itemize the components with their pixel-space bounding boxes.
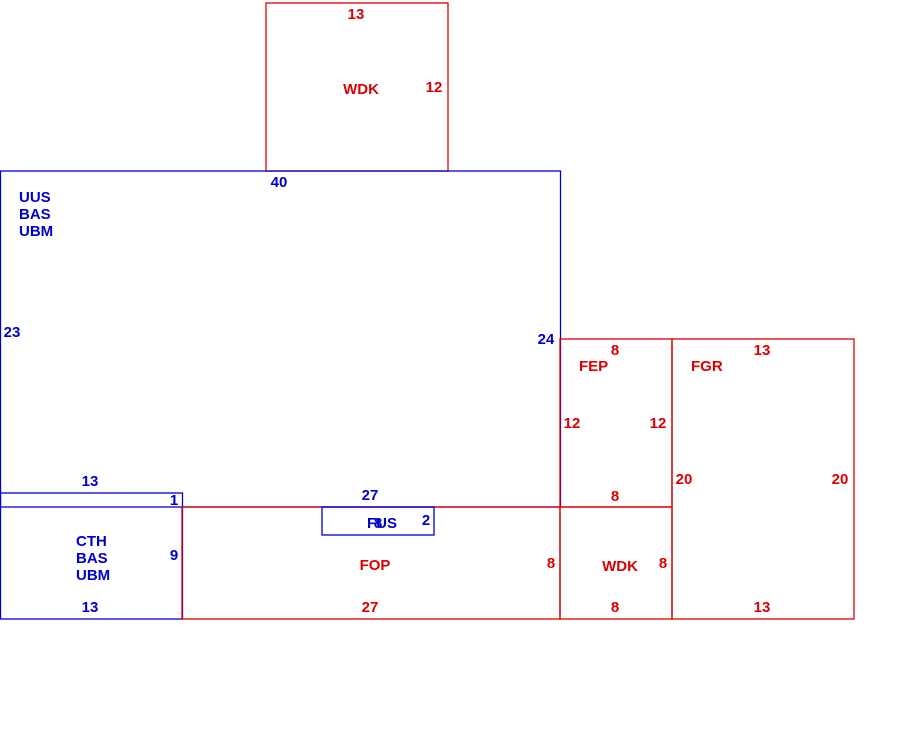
cth-code-1: CTH <box>76 533 107 550</box>
wdk-bottom-dim-right: 8 <box>659 555 667 572</box>
region-fep: 8 FEP 12 12 8 <box>559 338 673 508</box>
uus-dim-right: 24 <box>538 331 555 348</box>
cth-dim-right-small: 1 <box>170 492 178 509</box>
fep-dim-left: 12 <box>564 415 581 432</box>
cth-code-2: BAS <box>76 550 108 567</box>
region-wdk-bottom: WDK 8 8 <box>559 506 673 620</box>
fgr-dim-top: 13 <box>754 342 771 359</box>
fep-dim-bottom: 8 <box>611 488 619 505</box>
fus-dim-right: 2 <box>422 512 430 529</box>
fop-code: FOP <box>360 557 391 574</box>
wdk-top-dim-top: 13 <box>348 6 365 23</box>
region-wdk-top: 13 WDK 12 <box>265 2 449 172</box>
fep-code: FEP <box>579 358 608 375</box>
cth-dim-right: 9 <box>170 547 178 564</box>
cth-dim-bottom: 13 <box>82 599 99 616</box>
wdk-bottom-code: WDK <box>602 558 638 575</box>
uus-dim-left: 23 <box>4 324 21 341</box>
fgr-dim-left: 20 <box>676 471 693 488</box>
wdk-top-dim-right: 12 <box>426 79 443 96</box>
uus-code-2: BAS <box>19 206 51 223</box>
uus-code-1: UUS <box>19 189 51 206</box>
fep-dim-top: 8 <box>611 342 619 359</box>
region-uus: 40 UUS BAS UBM 23 24 27 <box>0 170 562 508</box>
region-cth: 13 1 CTH BAS UBM 9 13 <box>0 473 184 620</box>
wdk-top-code: WDK <box>343 81 379 98</box>
fep-dim-right: 12 <box>650 415 667 432</box>
fgr-code: FGR <box>691 358 723 375</box>
fus-outline <box>321 506 435 536</box>
cth-dim-top: 13 <box>82 473 99 490</box>
region-fgr: 13 FGR 20 20 13 <box>671 338 855 620</box>
uus-dim-top: 40 <box>271 174 288 191</box>
cth-code-3: UBM <box>76 567 110 584</box>
uus-dim-bottom: 27 <box>362 487 379 504</box>
region-fus: FUS 8 2 <box>321 506 435 536</box>
fus-code: FUS <box>367 515 397 532</box>
fgr-outline <box>671 338 855 620</box>
fus-dim-inner: 8 <box>374 515 382 532</box>
uus-outline <box>0 170 562 508</box>
fop-dim-bottom: 27 <box>362 599 379 616</box>
fgr-dim-right: 20 <box>832 471 849 488</box>
fgr-dim-bottom: 13 <box>754 599 771 616</box>
uus-code-3: UBM <box>19 223 53 240</box>
fop-dim-right: 8 <box>547 555 555 572</box>
wdk-bottom-dim-bottom: 8 <box>611 599 619 616</box>
